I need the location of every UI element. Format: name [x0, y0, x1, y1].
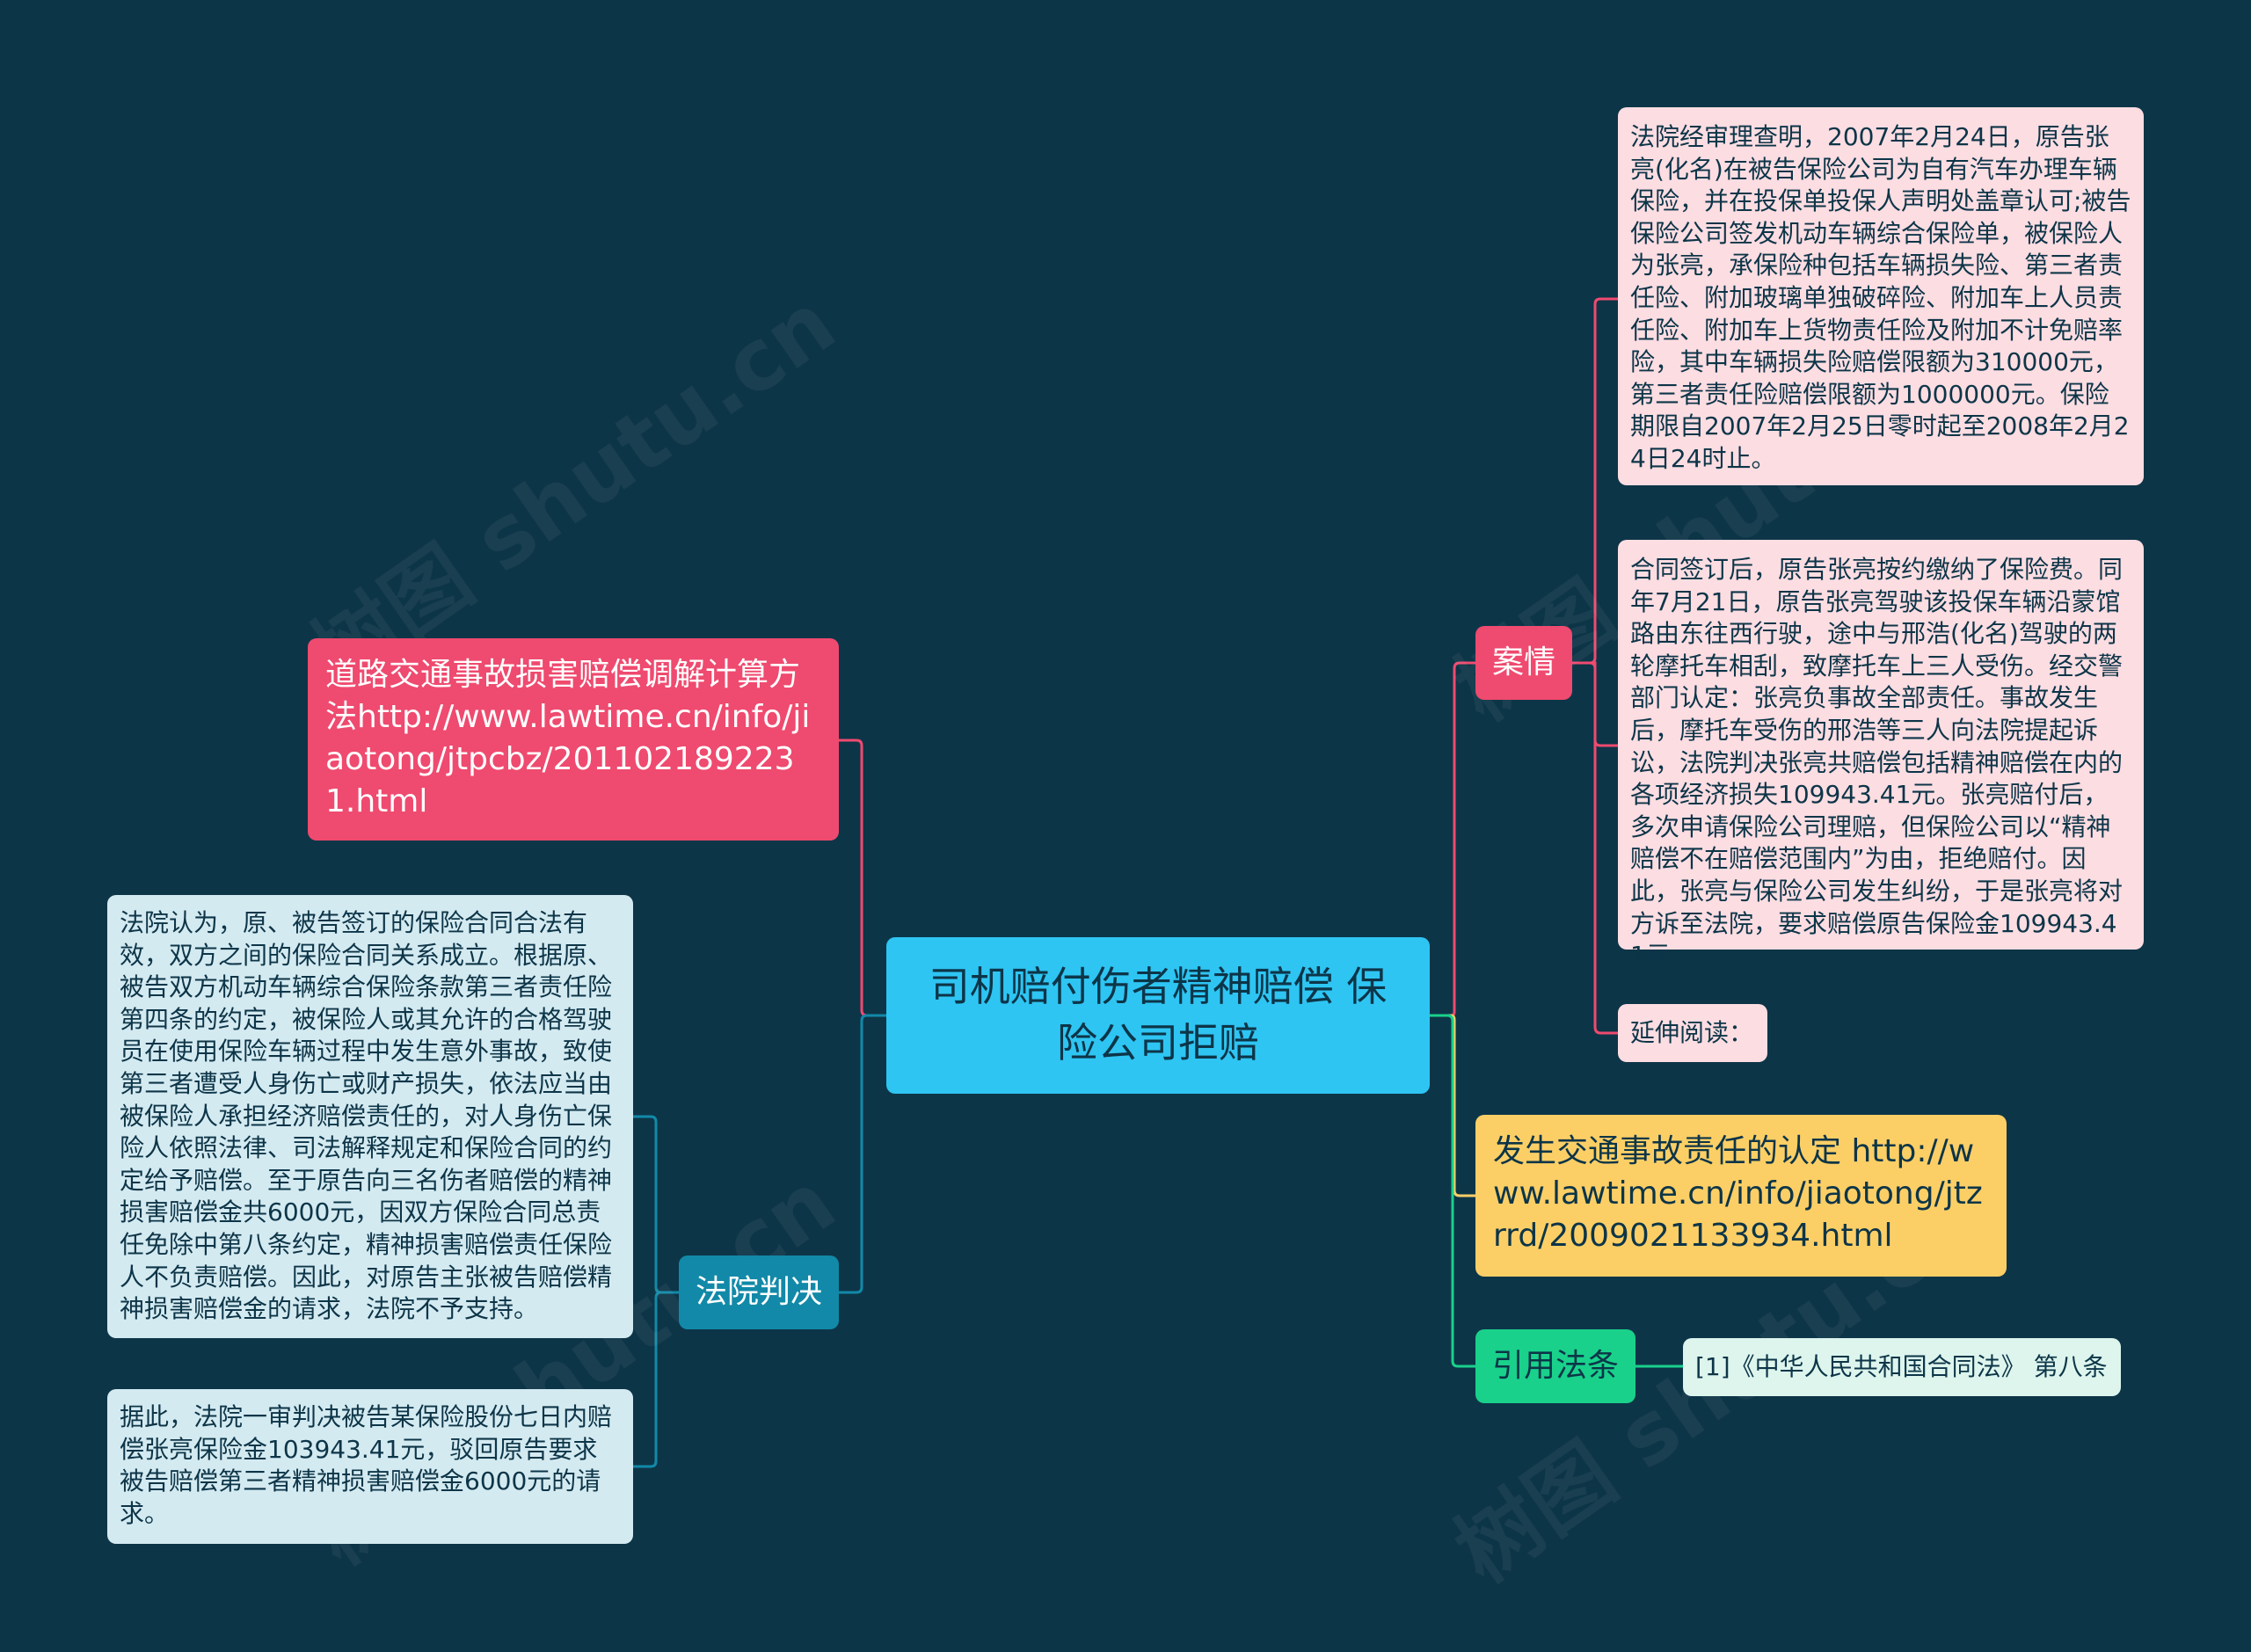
connector-court-leaf1 [633, 1115, 679, 1294]
branch-law[interactable]: 引用法条 [1475, 1329, 1635, 1403]
connector-case-leaf3 [1572, 661, 1618, 1035]
connector-root-calc [839, 739, 886, 1017]
branch-calc-link[interactable]: 道路交通事故损害赔偿调解计算方法http://www.lawtime.cn/in… [308, 638, 839, 841]
connector-root-law [1430, 1014, 1475, 1368]
court-detail-2[interactable]: 据此，法院一审判决被告某保险股份七日内赔偿张亮保险金103943.41元，驳回原… [107, 1389, 633, 1544]
branch-court[interactable]: 法院判决 [679, 1255, 839, 1329]
law-reference[interactable]: [1]《中华人民共和国合同法》 第八条 [1683, 1338, 2121, 1396]
connector-root-case [1430, 661, 1475, 1017]
case-detail-2[interactable]: 合同签订后，原告张亮按约缴纳了保险费。同年7月21日，原告张亮驾驶该投保车辆沿蒙… [1618, 540, 2144, 970]
case-detail-1[interactable]: 法院经审理查明，2007年2月24日，原告张亮(化名)在被告保险公司为自有汽车办… [1618, 107, 2144, 485]
root-topic[interactable]: 司机赔付伤者精神赔偿 保险公司拒赔 [886, 937, 1430, 1094]
connector-court-leaf2 [633, 1291, 679, 1468]
connector-case-leaf1 [1572, 297, 1618, 665]
branch-case[interactable]: 案情 [1475, 626, 1572, 700]
case-detail-extended-reading[interactable]: 延伸阅读： [1618, 1004, 1767, 1062]
court-detail-1[interactable]: 法院认为，原、被告签订的保险合同合法有效，双方之间的保险合同关系成立。根据原、被… [107, 895, 633, 1338]
branch-responsibility-link[interactable]: 发生交通事故责任的认定 http://www.lawtime.cn/info/j… [1475, 1115, 2007, 1277]
connector-root-responsibility [1430, 1014, 1475, 1197]
connector-root-court [839, 1014, 886, 1294]
